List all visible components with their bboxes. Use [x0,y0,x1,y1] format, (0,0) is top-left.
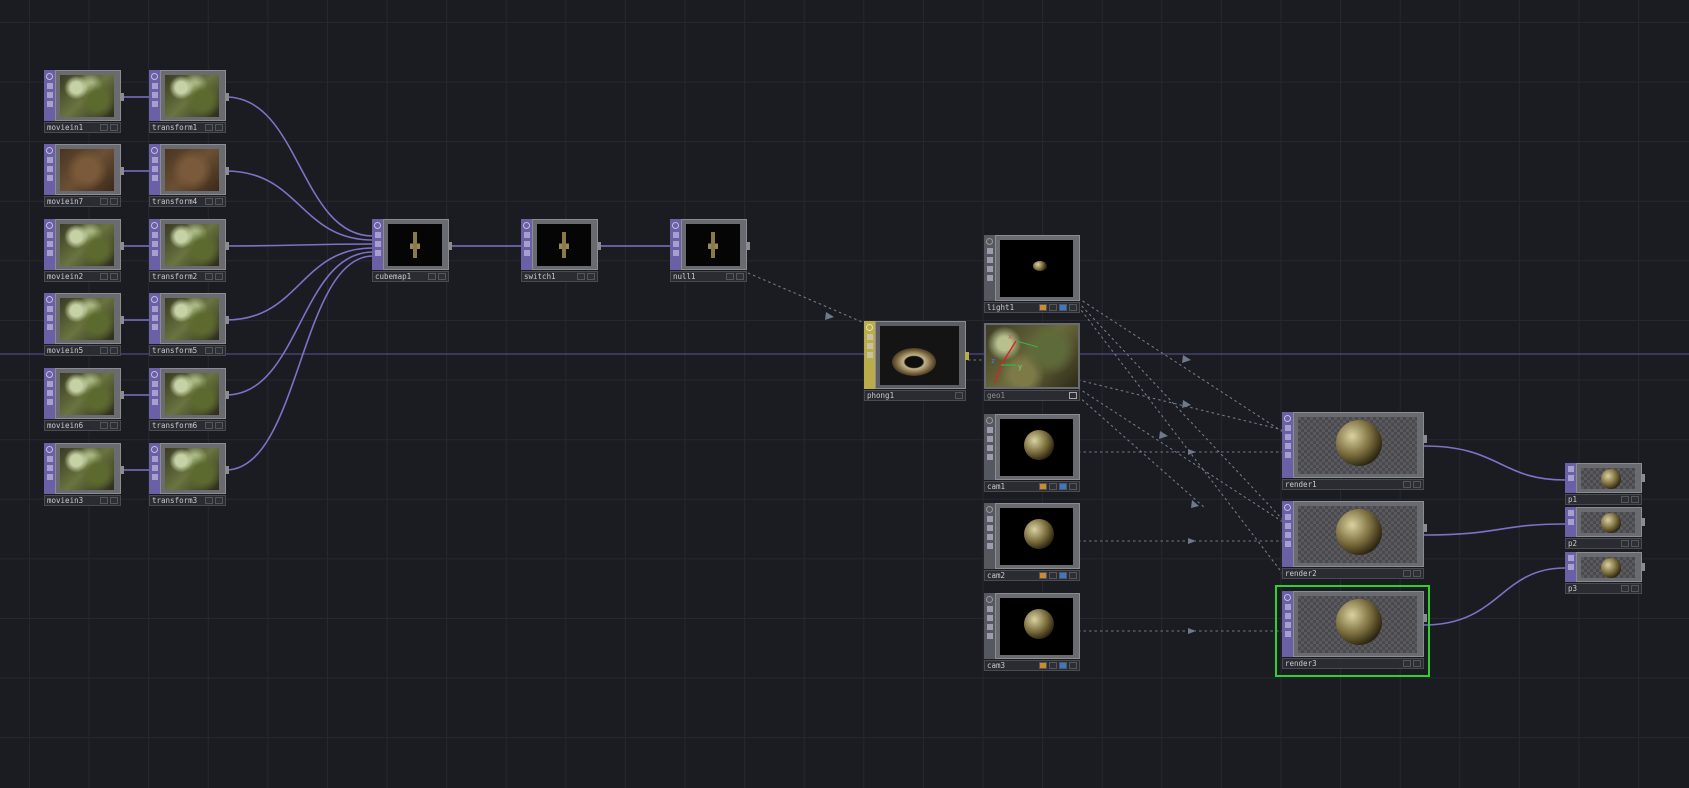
node-moviein5[interactable]: moviein5 [44,293,124,356]
node-p1[interactable]: p1 [1565,463,1645,505]
node-transform4[interactable]: transform4 [149,144,229,207]
node-transform2[interactable]: transform2 [149,219,229,282]
node-name: cam2 [987,571,1006,580]
wire-transform1-cubemap1 [225,96,374,237]
node-name: transform1 [152,123,198,132]
wire-transform4-cubemap1 [225,170,374,241]
node-name: light1 [987,303,1015,312]
node-name: transform3 [152,496,198,505]
ref-light1-render3 [1077,305,1284,575]
wire-render3-p3 [1423,567,1566,626]
node-name: transform2 [152,272,198,281]
ref-null1-phong1 [747,272,863,323]
ref-light1-render2 [1077,301,1284,521]
wire-render2-p2 [1423,523,1566,536]
y-axis-label: y [1018,363,1022,371]
node-name: null1 [673,272,696,281]
node-name: render1 [1285,480,1317,489]
node-name: p3 [1568,584,1578,593]
node-name: moviein2 [47,272,84,281]
node-transform5[interactable]: transform5 [149,293,229,356]
node-thumbnail [60,75,114,117]
node-name: transform4 [152,197,198,206]
node-name: phong1 [867,391,895,400]
node-moviein3[interactable]: moviein3 [44,443,124,506]
node-render3[interactable]: render3 [1282,591,1427,669]
node-p3[interactable]: p3 [1565,552,1645,594]
node-null1[interactable]: null1 [670,219,750,282]
node-name: geo1 [987,391,1006,400]
node-cubemap1[interactable]: cubemap1 [372,219,452,282]
reference-wires [747,272,1284,632]
node-render1[interactable]: render1 [1282,412,1427,490]
wire-transform6-cubemap1 [225,251,374,396]
wire-transform5-cubemap1 [225,247,374,321]
reference-arrows [825,312,1199,634]
node-name: cam3 [987,661,1006,670]
node-name: render3 [1285,659,1317,668]
node-switch1[interactable]: switch1 [521,219,601,282]
node-name: render2 [1285,569,1317,578]
node-name: p1 [1568,495,1578,504]
node-cam2[interactable]: cam2 [984,503,1080,581]
wire-transform2-cubemap1 [225,243,374,247]
node-light1[interactable]: light1 [984,235,1080,313]
ref-geo1-render2 [1077,387,1284,523]
node-name: cam1 [987,482,1006,491]
node-name: moviein3 [47,496,84,505]
selection-highlight [1275,585,1430,677]
node-transform1[interactable]: transform1 [149,70,229,133]
node-phong1[interactable]: phong1 [864,321,969,401]
node-name: moviein5 [47,346,84,355]
top-wires [120,96,1566,626]
wire-transform3-cubemap1 [225,255,374,471]
node-geo1[interactable]: y x z geo1 [984,323,1080,401]
node-name: transform6 [152,421,198,430]
node-render2[interactable]: render2 [1282,501,1427,579]
node-transform6[interactable]: transform6 [149,368,229,431]
node-moviein6[interactable]: moviein6 [44,368,124,431]
node-moviein7[interactable]: moviein7 [44,144,124,207]
node-cam1[interactable]: cam1 [984,414,1080,492]
axes-gizmo: y x z [991,333,1039,384]
node-name: moviein1 [47,123,84,132]
node-transform3[interactable]: transform3 [149,443,229,506]
node-cam3[interactable]: cam3 [984,593,1080,671]
z-axis-label: z [991,357,995,365]
node-name: transform5 [152,346,198,355]
node-name: switch1 [524,272,556,281]
wire-render1-p1 [1423,445,1566,481]
node-name: moviein7 [47,197,84,206]
ref-geo1-render1 [1077,379,1284,431]
ref-light1-render1 [1077,297,1284,433]
ref-geo1-render3 [1077,395,1206,509]
node-moviein2[interactable]: moviein2 [44,219,124,282]
x-axis-label: x [1008,333,1012,341]
node-moviein1[interactable]: moviein1 [44,70,124,133]
torus-preview [892,348,936,376]
node-name: cubemap1 [375,272,412,281]
node-p2[interactable]: p2 [1565,507,1645,549]
node-name: p2 [1568,539,1578,548]
node-name: moviein6 [47,421,84,430]
